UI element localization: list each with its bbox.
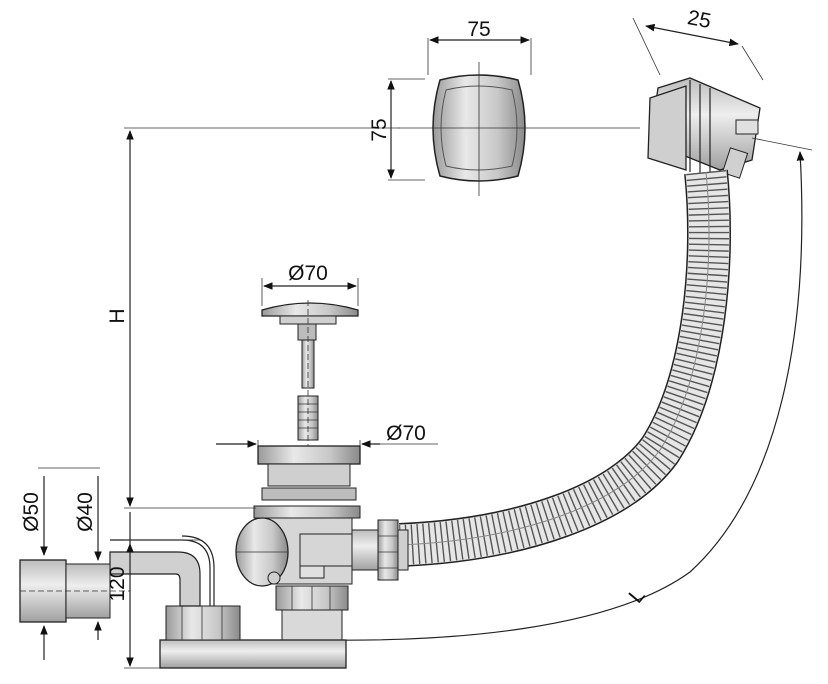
label-drain-diameter: Ø70 [386, 422, 426, 445]
overflow-head-side [632, 17, 764, 179]
drain-flange [216, 440, 438, 487]
label-overflow-width: 75 [467, 18, 490, 41]
length-dimension [317, 137, 813, 644]
plug-cap [261, 302, 359, 317]
plug-assembly [261, 278, 359, 460]
trap-base [159, 639, 347, 669]
trap-height-dimension [124, 512, 200, 669]
overflow-cover-front [387, 36, 640, 196]
overflow-depth-dimension [645, 23, 739, 47]
drain-trap-body [109, 487, 361, 669]
flexible-hose [399, 169, 732, 567]
label-overflow-depth: 25 [686, 6, 713, 33]
label-pipe-inner: Ø40 [74, 492, 97, 532]
label-trap-height: 120 [106, 566, 129, 601]
label-length: L [624, 584, 649, 608]
label-overflow-height: 75 [368, 118, 391, 141]
label-height: H [106, 308, 129, 323]
outlet-pipe [19, 559, 130, 623]
label-pipe-outer: Ø50 [20, 492, 43, 532]
height-dimension [124, 127, 400, 509]
hose-connector [299, 519, 409, 581]
label-plug-diameter: Ø70 [288, 262, 328, 285]
pipe-diameter-dimensions [38, 467, 102, 660]
